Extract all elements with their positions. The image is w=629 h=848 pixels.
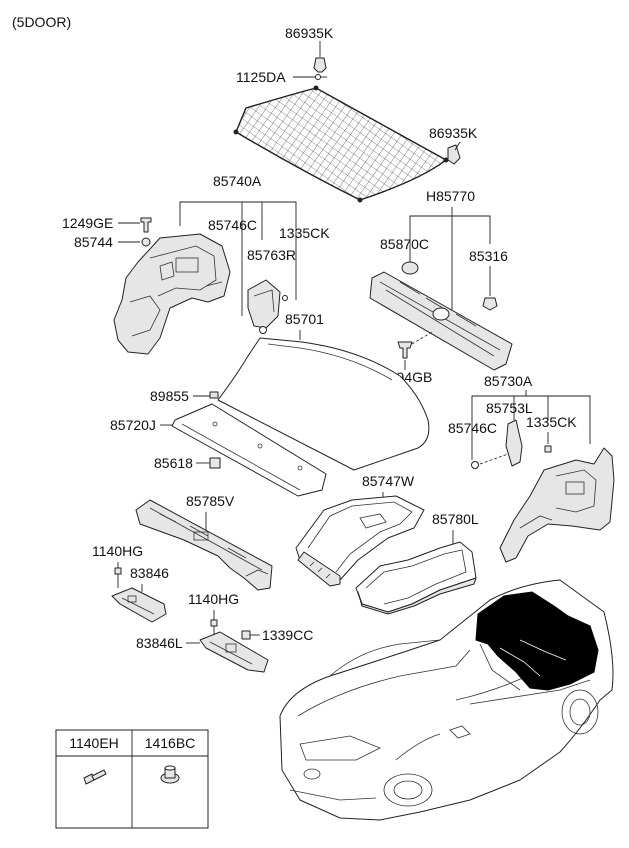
luggage-board — [217, 337, 430, 471]
label-1125da: 1125DA — [236, 69, 286, 85]
clip-1335ck-right — [544, 445, 552, 453]
label-85730a: 85730A — [484, 373, 533, 389]
nut-1339cc — [241, 630, 251, 640]
tray-85780l — [355, 541, 477, 615]
cargo-net — [233, 85, 449, 203]
label-1140hg-mid: 1140HG — [188, 591, 239, 607]
label-85870c: 85870C — [380, 236, 429, 252]
fastener-legend-table: 1140EH 1416BC — [55, 729, 209, 829]
label-85753l: 85753L — [486, 400, 533, 416]
label-85701: 85701 — [285, 311, 324, 327]
legend-header-1140eh: 1140EH — [69, 735, 119, 751]
variant-label: (5DOOR) — [12, 14, 71, 30]
label-85740a: 85740A — [213, 173, 262, 189]
cover-85763r — [247, 279, 281, 329]
board-panel-85720j — [171, 403, 327, 497]
upper-trim-panel — [369, 271, 513, 371]
label-1335ck-left: 1335CK — [279, 225, 330, 241]
label-85744: 85744 — [74, 234, 113, 250]
clip-85316 — [482, 297, 498, 311]
label-89855: 89855 — [150, 388, 189, 404]
trunk-area-highlight — [475, 591, 599, 691]
label-85746c-right: 85746C — [448, 420, 497, 436]
label-85763r: 85763R — [247, 247, 296, 263]
right-side-trim — [499, 447, 615, 563]
label-83846: 83846 — [130, 565, 169, 581]
clip-85746c-right — [471, 461, 479, 469]
label-1335ck-right: 1335CK — [526, 414, 577, 430]
label-1249ge: 1249GE — [62, 215, 113, 231]
panel-85785v — [135, 499, 273, 591]
bracket-83846 — [111, 587, 167, 623]
label-86935k-right: 86935K — [429, 125, 478, 141]
label-1339cc: 1339CC — [262, 627, 313, 643]
label-85746c-left: 85746C — [208, 217, 257, 233]
label-83846l: 83846L — [136, 635, 183, 651]
label-86935k-top: 86935K — [285, 25, 334, 41]
strip-85753l — [505, 419, 523, 467]
label-85618: 85618 — [154, 455, 193, 471]
bracket-83846l — [199, 631, 269, 673]
clip-85744 — [118, 237, 151, 247]
bolt-1140hg-left — [114, 567, 122, 588]
screw-1140eh-icon — [83, 769, 107, 785]
cap-85870c — [401, 261, 419, 275]
left-side-trim — [113, 233, 231, 355]
tray-85747w — [295, 495, 425, 587]
hook-86935k-top — [313, 57, 327, 73]
label-85747w: 85747W — [362, 473, 415, 489]
screw-1194gb — [397, 331, 433, 359]
label-1140hg-left: 1140HG — [92, 543, 143, 559]
clip-1335ck-left — [282, 295, 288, 301]
bolt-1249ge — [118, 217, 152, 233]
clip-85618 — [209, 457, 221, 469]
label-h85770: H85770 — [426, 188, 475, 204]
label-85780l: 85780L — [432, 511, 479, 527]
label-85316: 85316 — [469, 248, 508, 264]
label-85720j: 85720J — [110, 417, 156, 433]
label-85785v: 85785V — [186, 493, 235, 509]
hook-86935k-right — [447, 144, 461, 165]
screw-1125da — [315, 74, 327, 80]
legend-header-1416bc: 1416BC — [145, 735, 196, 751]
tab-89855 — [209, 391, 219, 399]
clip-85746c-left — [259, 326, 267, 334]
clip-1416bc-icon — [160, 765, 180, 784]
